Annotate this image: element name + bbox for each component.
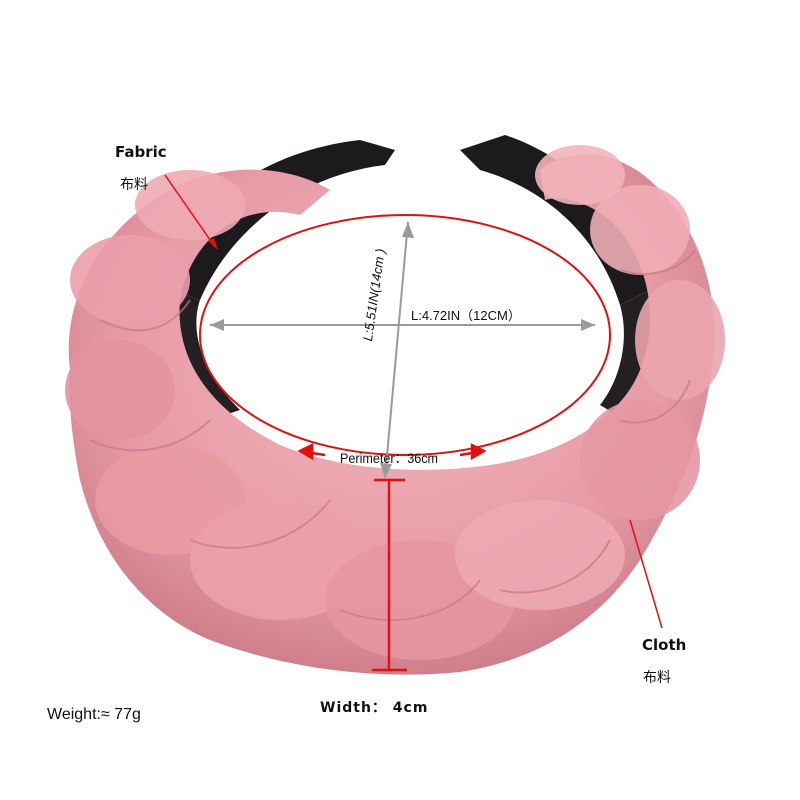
- weight-label: Weight:≈ 77g: [47, 706, 141, 723]
- cloth-label: Cloth: [642, 636, 687, 654]
- perimeter-ellipse: [199, 214, 611, 456]
- fabric-label: Fabric: [115, 143, 167, 161]
- velvet-braid: [65, 145, 725, 675]
- cloth-label-cn: 布料: [643, 670, 671, 686]
- measure-lines: [210, 221, 595, 479]
- fabric-label-cn: 布料: [120, 177, 148, 193]
- width-label: Width： 4cm: [320, 700, 429, 716]
- perimeter-label: Perimeter：36cm: [340, 450, 439, 466]
- length-horizontal-label: L:4.72IN（12CM）: [411, 308, 521, 323]
